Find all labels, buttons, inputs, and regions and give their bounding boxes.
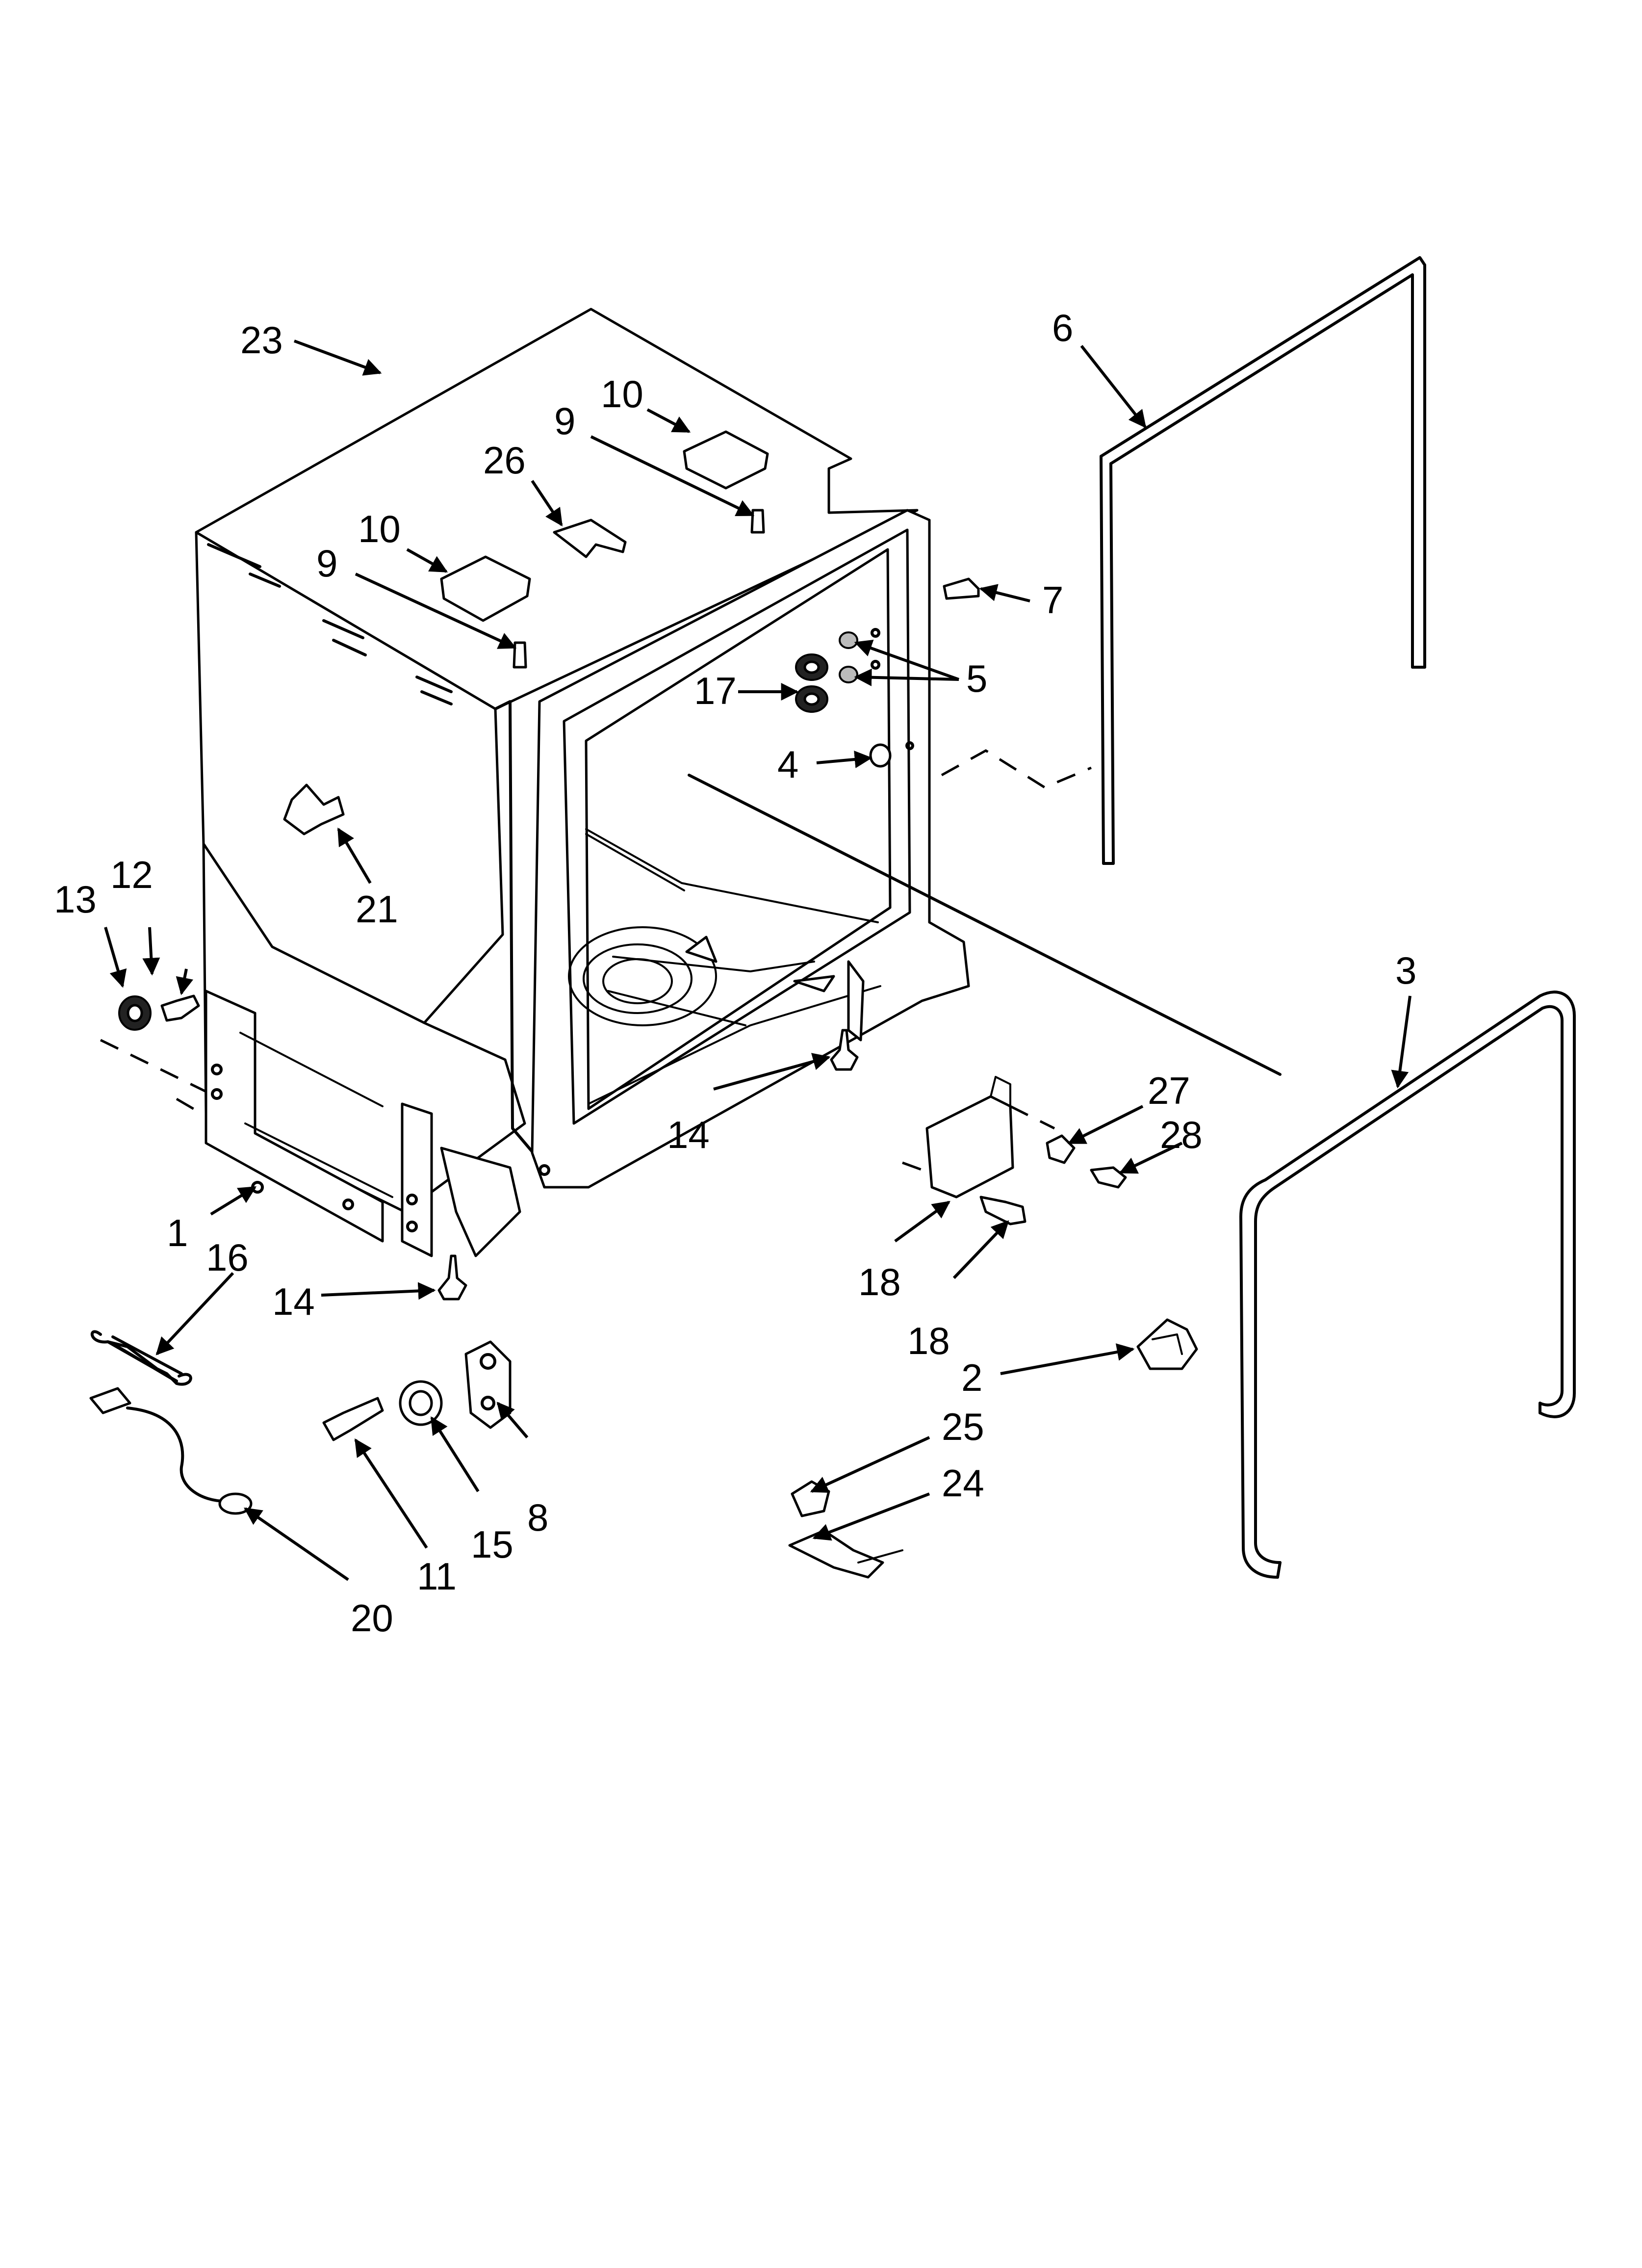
part-9-screw-right (750, 509, 765, 534)
callout-8: 8 (527, 1496, 548, 1539)
callout-1: 1 (167, 1211, 188, 1254)
part-14-foot-right (830, 1029, 859, 1071)
part-19-bracket (925, 1095, 1014, 1199)
part-9-screw-left (513, 641, 527, 669)
callout-12: 12 (110, 853, 153, 896)
callout-15: 15 (471, 1523, 513, 1566)
part-16-spring (90, 1330, 192, 1386)
callout-4: 4 (777, 743, 798, 786)
callout-10-right: 10 (601, 372, 643, 416)
callout-21: 21 (356, 887, 398, 931)
callout-17: 17 (694, 669, 737, 712)
part-3-gasket (1239, 991, 1576, 1579)
callout-6: 6 (1052, 306, 1073, 349)
callout-7: 7 (1042, 578, 1063, 622)
part-24-bracket (788, 1529, 884, 1579)
part-10-hinge-left (440, 555, 531, 622)
part-15-wheel (399, 1380, 443, 1426)
callout-24: 24 (942, 1461, 984, 1505)
part-6-gasket (941, 256, 1426, 865)
part-20-cable (89, 1387, 253, 1515)
callout-9-left: 9 (316, 542, 337, 585)
callout-16: 16 (206, 1236, 249, 1279)
callout-28: 28 (1160, 1113, 1203, 1156)
callout-26: 26 (483, 439, 526, 482)
callout-14-right: 14 (667, 1113, 710, 1156)
callout-20: 20 (351, 1596, 393, 1640)
part-11-bolt (322, 1397, 384, 1441)
callout-11: 11 (417, 1555, 457, 1598)
part-14-foot-left (437, 1254, 467, 1301)
part-2-latch (1136, 1318, 1198, 1370)
callout-3: 3 (1395, 949, 1416, 992)
part-10-hinge-right (683, 430, 769, 490)
part-13-nut (118, 995, 152, 1031)
leader-arrows (104, 339, 1411, 1581)
callout-labels: 23 10 9 26 10 9 6 7 5 17 4 21 13 12 3 14… (54, 306, 1416, 1640)
callout-5: 5 (966, 657, 987, 700)
part-4-plug (869, 741, 914, 768)
part-28-screw (1090, 1166, 1127, 1189)
callout-10-left: 10 (358, 507, 401, 550)
part-12-bolt (160, 994, 200, 1022)
part-21-bumper (283, 783, 345, 835)
callout-23: 23 (240, 318, 283, 362)
part-27-clip (1046, 1134, 1076, 1164)
part-7-screw (943, 577, 980, 600)
callout-25: 25 (942, 1405, 984, 1448)
part-26-bracket (553, 519, 627, 558)
callout-13: 13 (54, 878, 97, 921)
callout-19: 18 (858, 1260, 901, 1303)
callout-2: 2 (961, 1356, 982, 1399)
part-17-rollers (795, 653, 828, 713)
callout-14-left: 14 (272, 1280, 315, 1323)
part-18-screw (979, 1196, 1026, 1225)
callout-18: 18 (907, 1319, 950, 1362)
callout-27: 27 (1148, 1069, 1190, 1112)
callout-9-right: 9 (554, 399, 575, 443)
